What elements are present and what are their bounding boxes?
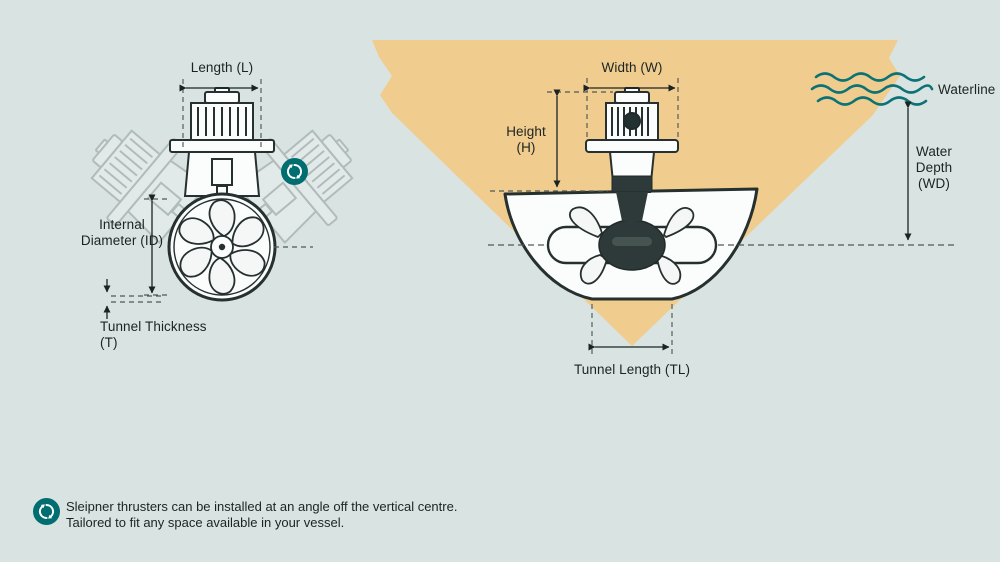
width-dimension-label: Width (W) [601, 60, 663, 75]
gear-leg-stem [616, 192, 648, 221]
motor-side-view [585, 87, 679, 153]
footer-note-line-1: Sleipner thrusters can be installed at a… [66, 499, 458, 514]
propeller-front [178, 199, 266, 295]
internal-diameter-dimension-label: Internal Diameter (ID) [80, 217, 164, 248]
water-depth-dimension-label: Water Depth (WD) [915, 144, 953, 191]
tunnel-length-dimension-label: Tunnel Length (TL) [573, 362, 691, 377]
propeller-side [568, 206, 695, 285]
waterline-label: Waterline [938, 82, 996, 97]
thruster-motor-front [169, 87, 275, 197]
footer-note-line-2: Tailored to fit any space available in y… [66, 515, 345, 530]
footer-rotation-icon [33, 498, 60, 525]
length-dimension-label: Length (L) [190, 60, 254, 75]
tunnel-thickness-dimension-label: Tunnel Thickness (T) [100, 319, 207, 350]
gear-pod-band [612, 237, 652, 246]
right-dimension-arrows [553, 84, 912, 351]
gear-leg-band [611, 175, 653, 193]
rotation-angle-icon [281, 158, 308, 185]
height-dimension-label: Height (H) [506, 124, 546, 155]
thruster-side-view [546, 87, 718, 285]
waterline-waves-icon [810, 72, 934, 106]
left-dimension-arrows [103, 84, 259, 319]
tunnel-inner-ring [173, 198, 271, 296]
